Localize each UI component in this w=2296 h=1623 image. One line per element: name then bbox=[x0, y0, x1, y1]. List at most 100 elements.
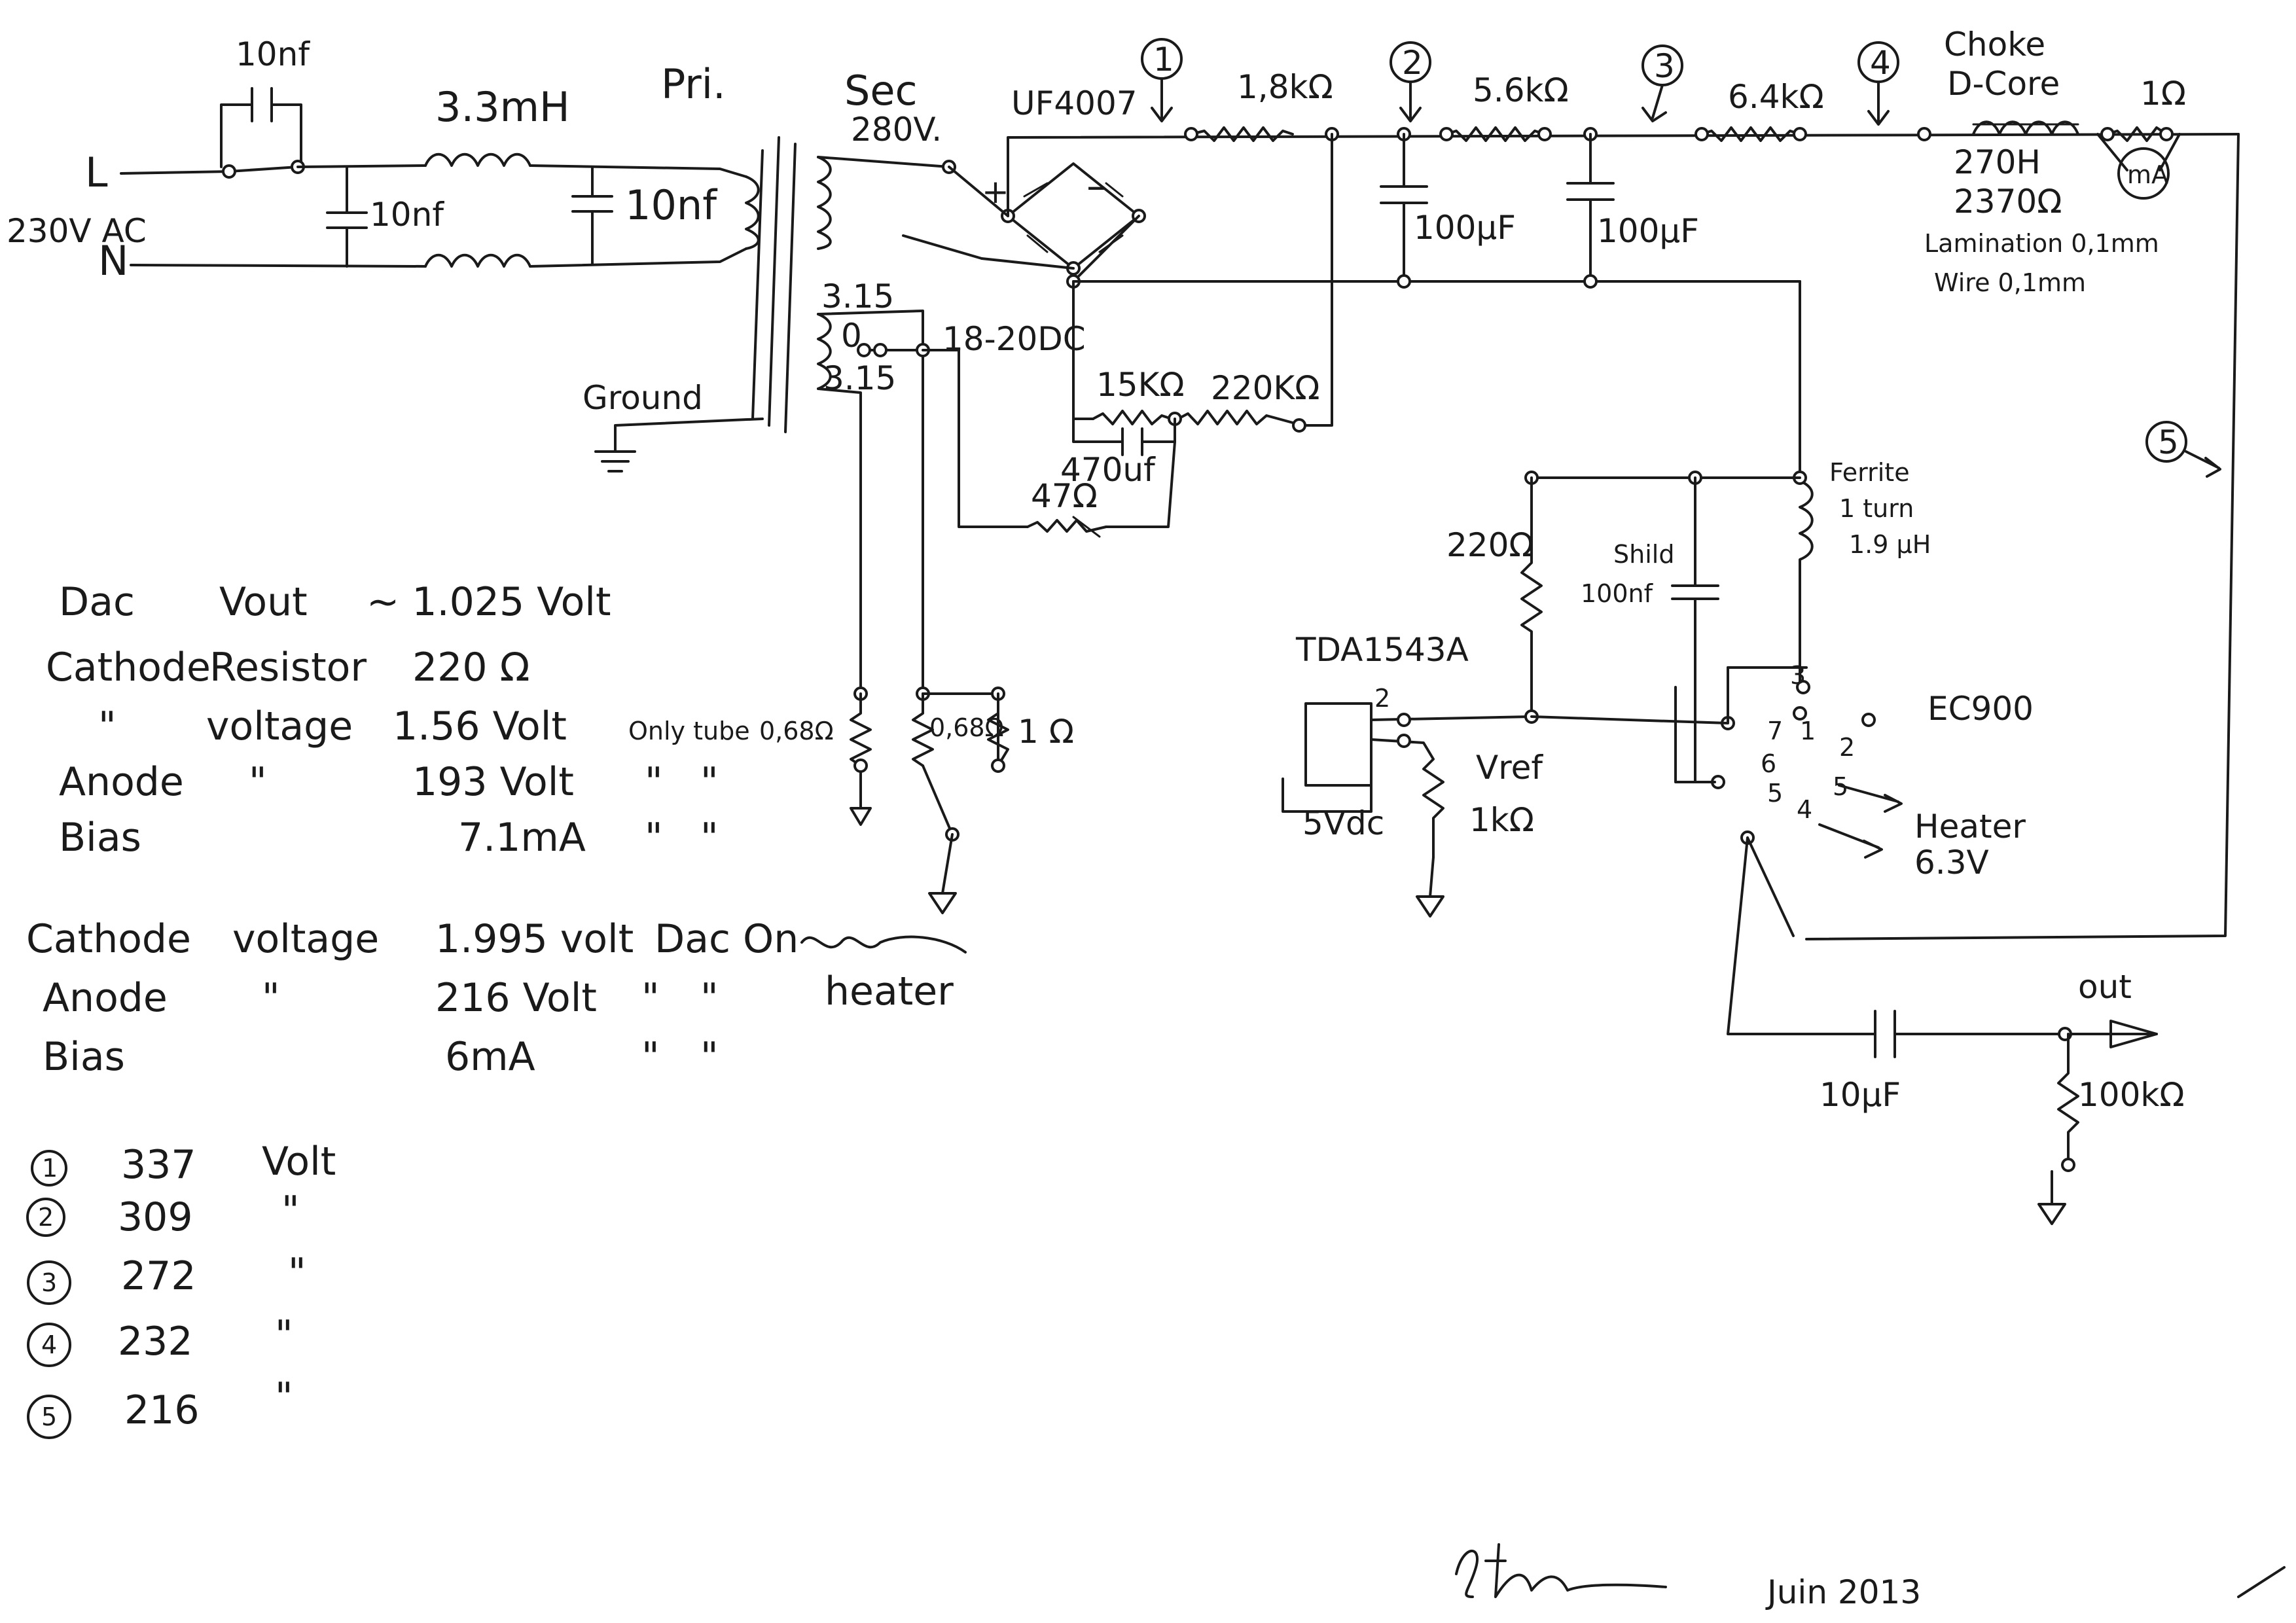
svg-text:1: 1 bbox=[1153, 41, 1174, 79]
heater-tap-top: 3.15 bbox=[821, 277, 894, 315]
bias-cap-label: 470uf bbox=[1060, 451, 1156, 489]
svg-text:": " bbox=[700, 759, 719, 805]
sense-node-b bbox=[2159, 127, 2174, 141]
r068b-switch bbox=[922, 764, 954, 836]
svg-text:": " bbox=[262, 975, 280, 1021]
mains-voltage-label: 230V AC bbox=[7, 212, 147, 250]
svg-text:": " bbox=[98, 704, 117, 749]
test-point-voltage-table: 1 337 Volt 2 309 " 3 272 " 4 232 " 5 216… bbox=[26, 1139, 336, 1439]
bias-cap-down bbox=[1105, 440, 1176, 528]
r3-label: 6.4kΩ bbox=[1728, 78, 1824, 116]
grid-resistor bbox=[1520, 476, 1543, 718]
heater-winding-leads bbox=[817, 310, 924, 695]
output-arrow[interactable] bbox=[2109, 1020, 2158, 1048]
shield-label-2: 100nf bbox=[1581, 579, 1654, 608]
vref-resistor bbox=[1370, 738, 1444, 859]
output-resistor-label: 100kΩ bbox=[2078, 1076, 2185, 1114]
corner-mark bbox=[2237, 1566, 2286, 1598]
r47-zigzag bbox=[1026, 519, 1107, 533]
pin-3-label: 3 bbox=[1790, 661, 1806, 690]
tube-label: EC900 bbox=[1928, 690, 2034, 728]
grid-resistor-label: 220Ω bbox=[1446, 526, 1534, 564]
neutral-wire-3 bbox=[529, 247, 747, 268]
line-wire-3 bbox=[529, 164, 747, 178]
svg-text:5: 5 bbox=[41, 1402, 57, 1431]
node-r1-in bbox=[1184, 127, 1198, 141]
test-point-1: 1 bbox=[1141, 38, 1183, 122]
svg-text:": " bbox=[645, 759, 663, 805]
heater-tap-node-2 bbox=[873, 343, 888, 357]
r220k-zigzag bbox=[1177, 410, 1304, 427]
heater-label-1: Heater bbox=[1914, 808, 2026, 846]
r1ohm-bottom bbox=[991, 758, 1005, 773]
output-label: out bbox=[2078, 968, 2132, 1006]
dac-out-node bbox=[1397, 713, 1411, 727]
svg-text:4: 4 bbox=[1870, 44, 1891, 82]
neutral-label: N bbox=[98, 237, 128, 285]
svg-text:Anode: Anode bbox=[59, 759, 184, 805]
voltage-row-4: 4 232 " bbox=[27, 1312, 293, 1367]
signature bbox=[1455, 1543, 1667, 1598]
bridge-diode-marks bbox=[1023, 182, 1124, 253]
line-wire-2 bbox=[296, 164, 427, 168]
svg-text:Bias: Bias bbox=[59, 815, 141, 861]
r3-zigzag bbox=[1700, 126, 1801, 142]
svg-text:193 Volt: 193 Volt bbox=[412, 759, 574, 805]
svg-text:Bias: Bias bbox=[43, 1034, 125, 1080]
switch-cap-label: 10nf bbox=[236, 35, 310, 73]
vref-node bbox=[1397, 734, 1411, 748]
measurement-notes: Dac Vout ~ 1.025 Volt Cathode Resistor 2… bbox=[26, 579, 967, 1080]
svg-text:2: 2 bbox=[1402, 44, 1423, 82]
ground-symbol bbox=[594, 418, 764, 473]
heater-tap-node-1 bbox=[857, 343, 871, 357]
svg-text:216 Volt: 216 Volt bbox=[435, 975, 597, 1021]
sense-resistor bbox=[2106, 126, 2168, 142]
filter-cap-1 bbox=[326, 166, 368, 268]
svg-text:220 Ω: 220 Ω bbox=[412, 645, 529, 690]
svg-text:5: 5 bbox=[2158, 423, 2179, 461]
line-wire bbox=[120, 170, 230, 175]
ground-label: Ground bbox=[583, 379, 703, 417]
svg-text:1.56 Volt: 1.56 Volt bbox=[393, 704, 567, 749]
node-r2-out bbox=[1537, 127, 1552, 141]
c2-ground-node bbox=[1583, 274, 1598, 289]
svg-text:4: 4 bbox=[41, 1330, 57, 1359]
cm-choke-label: 3.3mH bbox=[435, 83, 570, 131]
svg-text:309: 309 bbox=[118, 1194, 193, 1240]
pin-5-label: 5 bbox=[1767, 779, 1783, 808]
svg-text:": " bbox=[641, 1034, 660, 1080]
svg-text:": " bbox=[645, 815, 663, 861]
svg-text:2: 2 bbox=[38, 1203, 54, 1232]
r220k-lead bbox=[1301, 133, 1333, 427]
filter-cap-2-label: 10nf bbox=[625, 181, 718, 229]
ammeter-label: mA bbox=[2127, 160, 2168, 189]
r068b-zigzag bbox=[912, 692, 934, 767]
node-r2-in bbox=[1439, 127, 1454, 141]
secondary-voltage-label: 280V. bbox=[851, 111, 942, 149]
r068a-zigzag bbox=[850, 692, 872, 810]
svg-text:1.995 volt: 1.995 volt bbox=[435, 916, 634, 962]
footer: Juin 2013 bbox=[1455, 1543, 2286, 1611]
neutral-wire bbox=[130, 264, 427, 268]
test-point-markers: 1 2 3 4 5 bbox=[1141, 38, 2221, 478]
svg-text:7.1mA: 7.1mA bbox=[458, 815, 586, 861]
svg-text:voltage: voltage bbox=[206, 704, 353, 749]
heater-arrow-1 bbox=[1838, 784, 1903, 813]
pin-4-label: 4 bbox=[1797, 795, 1812, 824]
pin-2 bbox=[1861, 713, 1876, 727]
sense-node-a bbox=[2100, 127, 2115, 141]
dac-supply-label: 5Vdc bbox=[1302, 804, 1384, 842]
c2-symbol bbox=[1566, 133, 1615, 283]
svg-text:": " bbox=[275, 1312, 293, 1358]
line-label: L bbox=[85, 149, 108, 196]
c1-ground-node bbox=[1397, 274, 1411, 289]
primary-label: Pri. bbox=[661, 60, 726, 108]
note-row-2: Cathode Resistor 220 Ω bbox=[46, 645, 529, 690]
note-row-8: Bias 6mA " " bbox=[43, 1034, 719, 1080]
output-cap bbox=[1874, 1010, 1896, 1058]
test-point-2: 2 bbox=[1390, 41, 1431, 122]
secondary-label: Sec bbox=[844, 67, 918, 115]
note-row-5: Bias 7.1mA " " bbox=[59, 815, 719, 861]
choke-lamination: Lamination 0,1mm bbox=[1924, 229, 2159, 258]
mains-switch bbox=[228, 166, 299, 173]
